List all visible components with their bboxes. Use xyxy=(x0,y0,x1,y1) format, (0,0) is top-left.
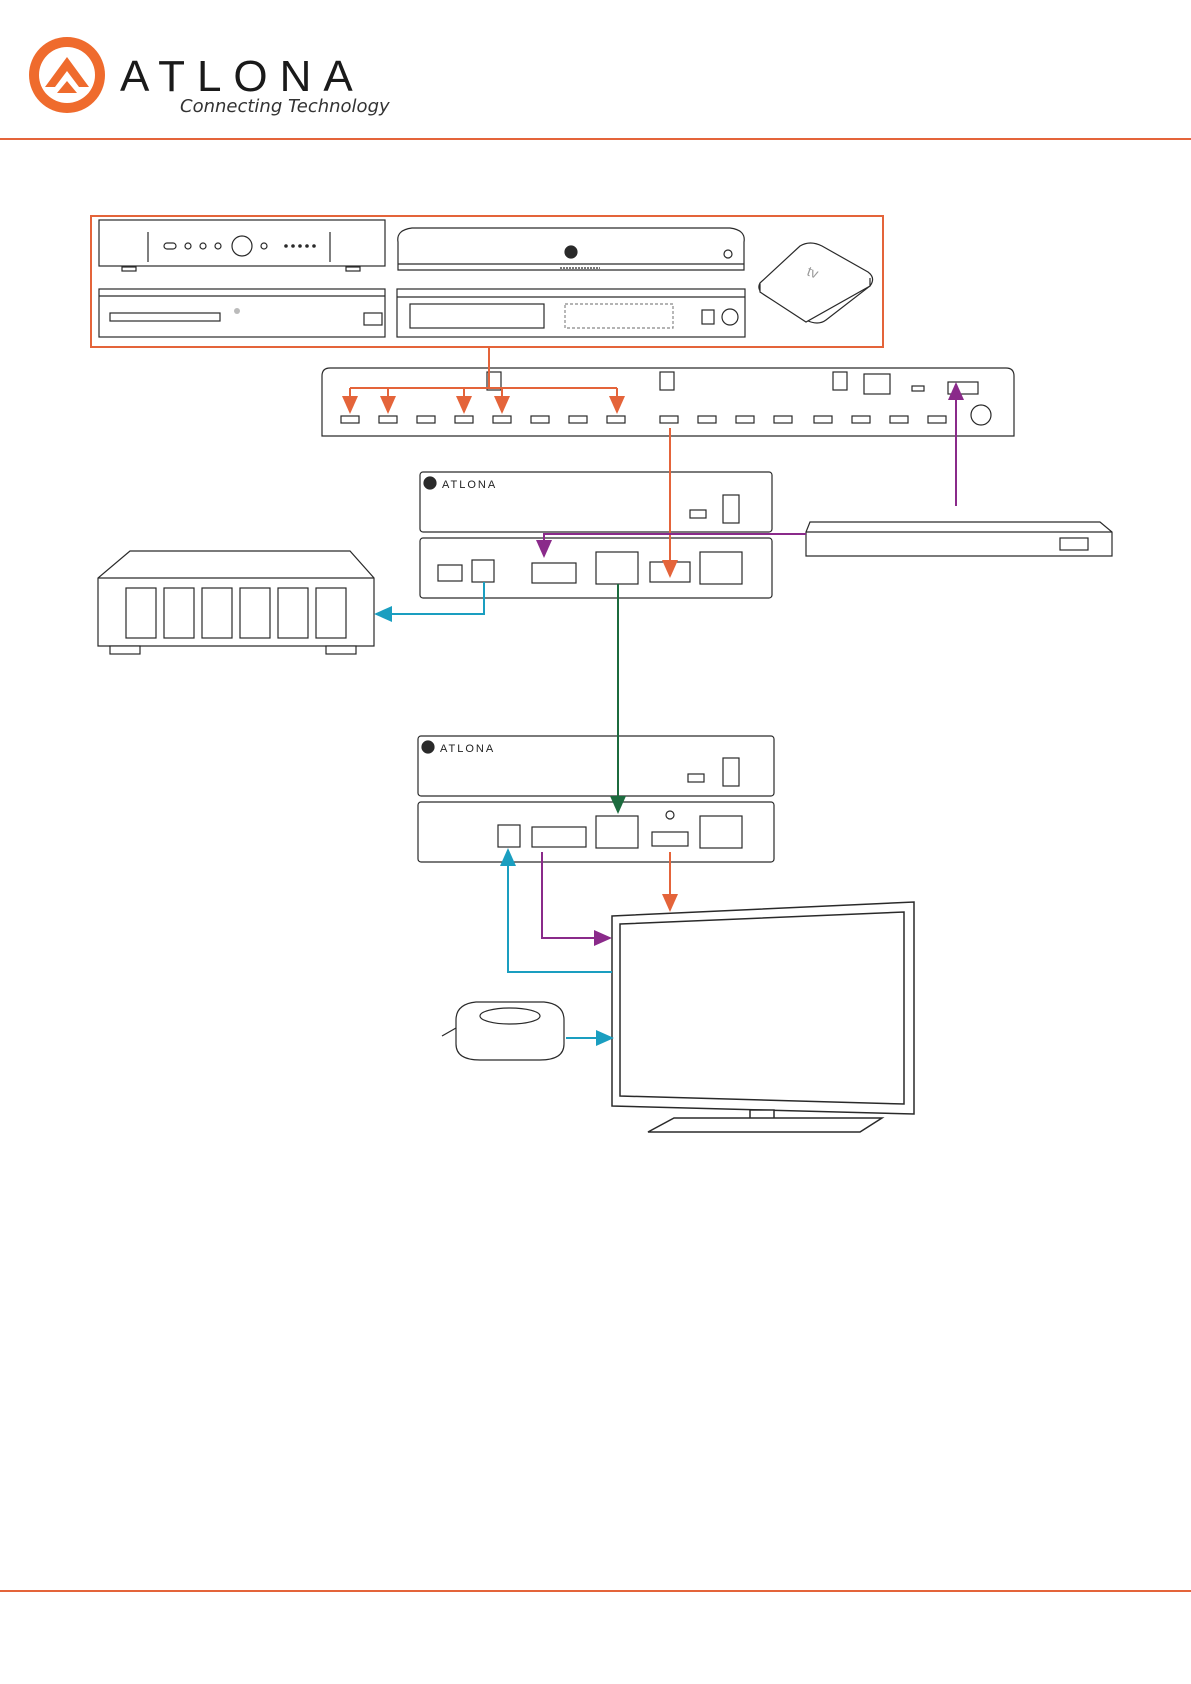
source-devices-group: tv xyxy=(91,216,883,347)
footer-divider xyxy=(0,1590,1191,1592)
transmitter-brand: ATLONA xyxy=(442,479,497,491)
bluray-player xyxy=(99,289,385,337)
receiver-brand: ATLONA xyxy=(440,743,495,755)
control-processor xyxy=(806,522,1112,556)
atlona-logo-icon xyxy=(424,477,436,489)
streaming-box: tv xyxy=(759,243,873,323)
display-tv xyxy=(612,902,914,1132)
audio-amplifier xyxy=(98,551,374,654)
media-server xyxy=(397,289,745,337)
speaker-puck xyxy=(442,1002,564,1060)
matrix-switcher xyxy=(322,368,1014,436)
cable-box xyxy=(99,220,385,271)
game-console xyxy=(398,228,744,270)
